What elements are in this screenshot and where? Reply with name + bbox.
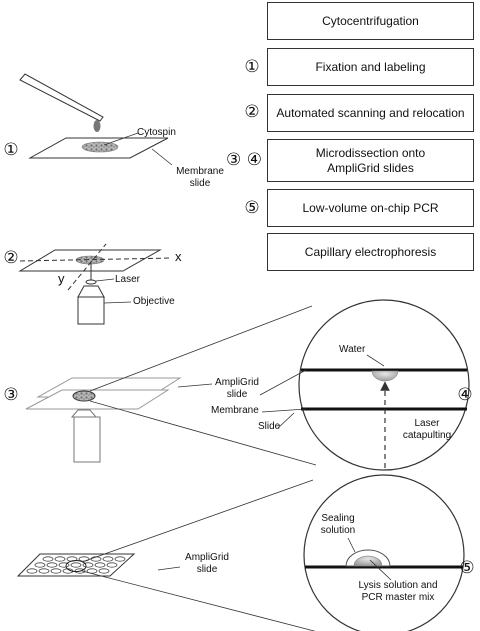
- step-label: Cytocentrifugation: [322, 13, 419, 28]
- step-number: ⑤: [244, 198, 260, 218]
- panel3-illustration: [25, 305, 317, 466]
- cytospin-label: Cytospin: [137, 127, 176, 138]
- membrane-slide-lower: [25, 389, 170, 410]
- step-box-pcr: Low-volume on-chip PCR: [267, 189, 474, 227]
- x-axis-label: x: [175, 249, 182, 264]
- zoom4-illustration: [259, 299, 470, 471]
- objective-label: Objective: [133, 296, 175, 307]
- droplet-icon: [93, 120, 101, 132]
- step-label: Automated scanning and relocation: [276, 105, 465, 120]
- step-number: ③ ④: [226, 150, 262, 170]
- ampligrid-slide-label-5: AmpliGrid slide: [185, 552, 229, 575]
- lysis-solution-label: Lysis solution and PCR master mix: [358, 580, 438, 603]
- zoom4-number: ④: [457, 385, 473, 405]
- ampligrid-slide-label: AmpliGrid slide: [215, 377, 259, 400]
- zoom4-circle: [298, 299, 470, 471]
- zoom5-number: ⑤: [459, 558, 475, 578]
- panel3-number: ③: [3, 385, 19, 405]
- step-box-scanning: Automated scanning and relocation: [267, 94, 474, 132]
- dissection-spot: [72, 390, 96, 402]
- step-label: Capillary electrophoresis: [304, 244, 437, 259]
- step-box-microdissection: Microdissection onto AmpliGrid slides: [267, 139, 474, 182]
- panel2-illustration: [18, 243, 173, 325]
- water-droplet: [371, 370, 399, 382]
- zoom5-illustration: [303, 474, 465, 631]
- zoom5-circle: [303, 474, 465, 631]
- y-axis-label: y: [58, 271, 65, 286]
- objective-3-icon: [73, 416, 101, 463]
- panel2-number: ②: [3, 248, 19, 268]
- step-number: ②: [244, 102, 260, 122]
- step-label: Microdissection onto AmpliGrid slides: [315, 145, 426, 175]
- step-number: ①: [244, 57, 260, 77]
- step-label: Low-volume on-chip PCR: [302, 200, 439, 215]
- panel5-illustration: [16, 479, 316, 631]
- y-axis-line: [67, 243, 107, 291]
- step-label: Fixation and labeling: [315, 59, 426, 74]
- slide-label: Slide: [258, 421, 281, 432]
- lysis-solution-droplet: [353, 555, 383, 567]
- objective-icon: [77, 296, 105, 325]
- sealing-solution-label: Sealing solution: [320, 513, 356, 536]
- laser-label: Laser: [115, 274, 141, 285]
- panel1-illustration: [19, 73, 173, 166]
- highlight-well: [65, 560, 87, 572]
- water-label: Water: [339, 344, 366, 355]
- membrane-label: Membrane: [211, 405, 259, 416]
- pipette-icon: [19, 73, 104, 122]
- panel1-number: ①: [3, 140, 19, 160]
- step-box-electrophoresis: Capillary electrophoresis: [267, 233, 474, 271]
- objective-lens-icon: [77, 285, 105, 298]
- cytospin-spot: [81, 141, 119, 153]
- membrane-slide-label: Membrane slide: [176, 166, 224, 189]
- laser-catapulting-label: Laser catapulting: [402, 418, 452, 441]
- step-box-fixation: Fixation and labeling: [267, 48, 474, 86]
- x-axis-line: [19, 257, 173, 262]
- step-box-cytocentrifugation: Cytocentrifugation: [267, 2, 474, 40]
